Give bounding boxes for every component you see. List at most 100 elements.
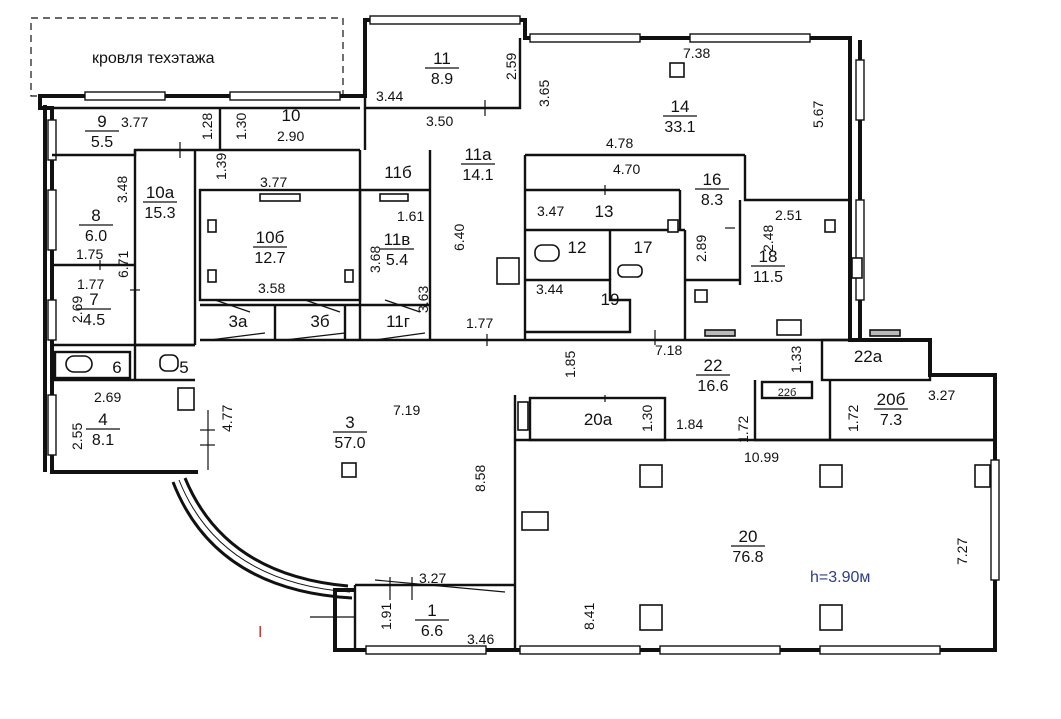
room-area-r16: 8.3 (701, 192, 723, 209)
room-area-r10a: 15.3 (144, 205, 175, 222)
room-number-r7: 7 (89, 290, 98, 309)
dimension-label: 1.77 (77, 276, 104, 292)
room-number-r3: 3 (345, 413, 354, 432)
dimension-label: 1.91 (378, 603, 394, 630)
room-number-r18: 18 (759, 247, 778, 266)
dimension-label: 8.58 (472, 465, 488, 492)
room-number-r22a: 22а (854, 347, 883, 366)
room-number-r11g: 11г (386, 312, 410, 331)
dimension-label: 3.48 (114, 176, 130, 203)
room-area-r22: 16.6 (697, 378, 728, 395)
room-area-r10b: 12.7 (254, 250, 285, 267)
dimension-label: 2.69 (69, 296, 85, 323)
dimension-label: 10.99 (744, 449, 779, 465)
dimension-label: 2.89 (693, 235, 709, 262)
dimension-label: 3.65 (536, 80, 552, 107)
columns (65, 62, 991, 631)
dimension-label: 4.70 (613, 161, 640, 177)
room-number-r3a: 3а (229, 312, 248, 331)
dimension-label: 1.84 (676, 416, 703, 432)
dimension-label: 1.75 (76, 246, 103, 262)
dimension-label: 1.28 (199, 113, 215, 140)
room-number-r22b: 22б (778, 387, 797, 399)
room-number-r22: 22 (704, 356, 723, 375)
room-number-r20b: 20б (877, 390, 906, 409)
room-area-r8: 6.0 (85, 228, 107, 245)
dimension-label: 7.18 (655, 342, 682, 358)
dimension-label: 1.61 (397, 208, 424, 224)
room-number-r8: 8 (91, 206, 100, 225)
dimension-label: 4.77 (219, 405, 235, 432)
dimension-label: 1.85 (562, 351, 578, 378)
dimension-label: 4.78 (606, 135, 633, 151)
room-number-r20a: 20а (584, 410, 613, 429)
dimension-label: 3.77 (260, 174, 287, 190)
room-area-r18: 11.5 (753, 269, 783, 286)
dimension-label: 3.63 (415, 286, 431, 313)
room-number-r10a: 10а (146, 183, 175, 202)
room-number-r1: 1 (427, 601, 436, 620)
dimension-label: 3.77 (121, 114, 148, 130)
dimension-label: 1.77 (466, 315, 493, 331)
dimension-label: 6.40 (451, 224, 467, 251)
dimension-label: 3.27 (419, 570, 446, 586)
outer-walls (38, 18, 997, 652)
dimension-label: 8.41 (581, 603, 597, 630)
dimension-label: 1.72 (845, 405, 861, 432)
dimension-label: 7.38 (683, 45, 710, 61)
room-area-r9: 5.5 (91, 134, 113, 151)
dimension-label: 7.27 (954, 538, 970, 565)
dimension-label: 2.69 (94, 389, 121, 405)
room-area-r11a: 14.1 (462, 167, 493, 184)
dimension-label: 1.39 (213, 153, 229, 180)
dimension-label: 3.58 (258, 280, 285, 296)
room-area-r14: 33.1 (664, 119, 695, 136)
dimension-label: 1.30 (233, 113, 249, 140)
room-number-r12: 12 (568, 238, 587, 257)
dimension-label: 3.68 (367, 246, 383, 273)
room-number-r17: 17 (634, 238, 653, 257)
dimension-label: 3.47 (537, 203, 564, 219)
room-area-r1: 6.6 (421, 623, 443, 640)
room-number-r16: 16 (703, 170, 722, 189)
partitions (52, 38, 995, 650)
room-number-r11: 11 (433, 49, 451, 68)
room-number-r3b: 3б (310, 312, 329, 331)
room-number-r5: 5 (179, 358, 188, 377)
room-number-r19: 19 (601, 290, 620, 309)
room-number-r10: 10 (282, 106, 301, 125)
room-number-r10b: 10б (256, 228, 285, 247)
curved-wall (171, 477, 353, 600)
room-area-r3: 57.0 (334, 435, 365, 452)
room-area-r7: 4.5 (83, 312, 105, 329)
dimension-label: 3.44 (376, 88, 403, 104)
dimension-label: 5.67 (810, 101, 826, 128)
dimension-label: 2.48 (760, 225, 776, 252)
room-number-r13: 13 (595, 202, 614, 221)
room-area-r4: 8.1 (92, 432, 114, 449)
section-mark: I (258, 624, 262, 641)
room-number-r11b: 11б (384, 163, 412, 182)
ceiling-height-note: h=3.90м (810, 569, 870, 586)
dimension-label: 1.30 (639, 405, 655, 432)
room-area-r11v: 5.4 (386, 252, 408, 269)
dimension-label: 2.59 (503, 53, 519, 80)
dimension-label: 2.51 (775, 207, 802, 223)
dimension-label: 1.72 (735, 416, 751, 443)
door-ticks (99, 100, 735, 618)
room-area-r20: 76.8 (732, 549, 763, 566)
dimension-label: 2.90 (277, 128, 304, 144)
dimension-label: 6.71 (115, 251, 131, 278)
room-number-r4: 4 (98, 410, 107, 429)
room-area-r20b: 7.3 (880, 412, 902, 429)
dimension-label: 3.46 (467, 631, 494, 647)
dimension-label: 1.33 (788, 346, 804, 373)
room-number-r11v: 11в (384, 230, 411, 249)
dimension-label: 3.50 (426, 113, 453, 129)
dimension-label: 7.19 (393, 402, 420, 418)
room-area-r11: 8.9 (431, 71, 453, 88)
dimension-label: 3.27 (928, 387, 955, 403)
room-number-r6: 6 (112, 358, 121, 377)
